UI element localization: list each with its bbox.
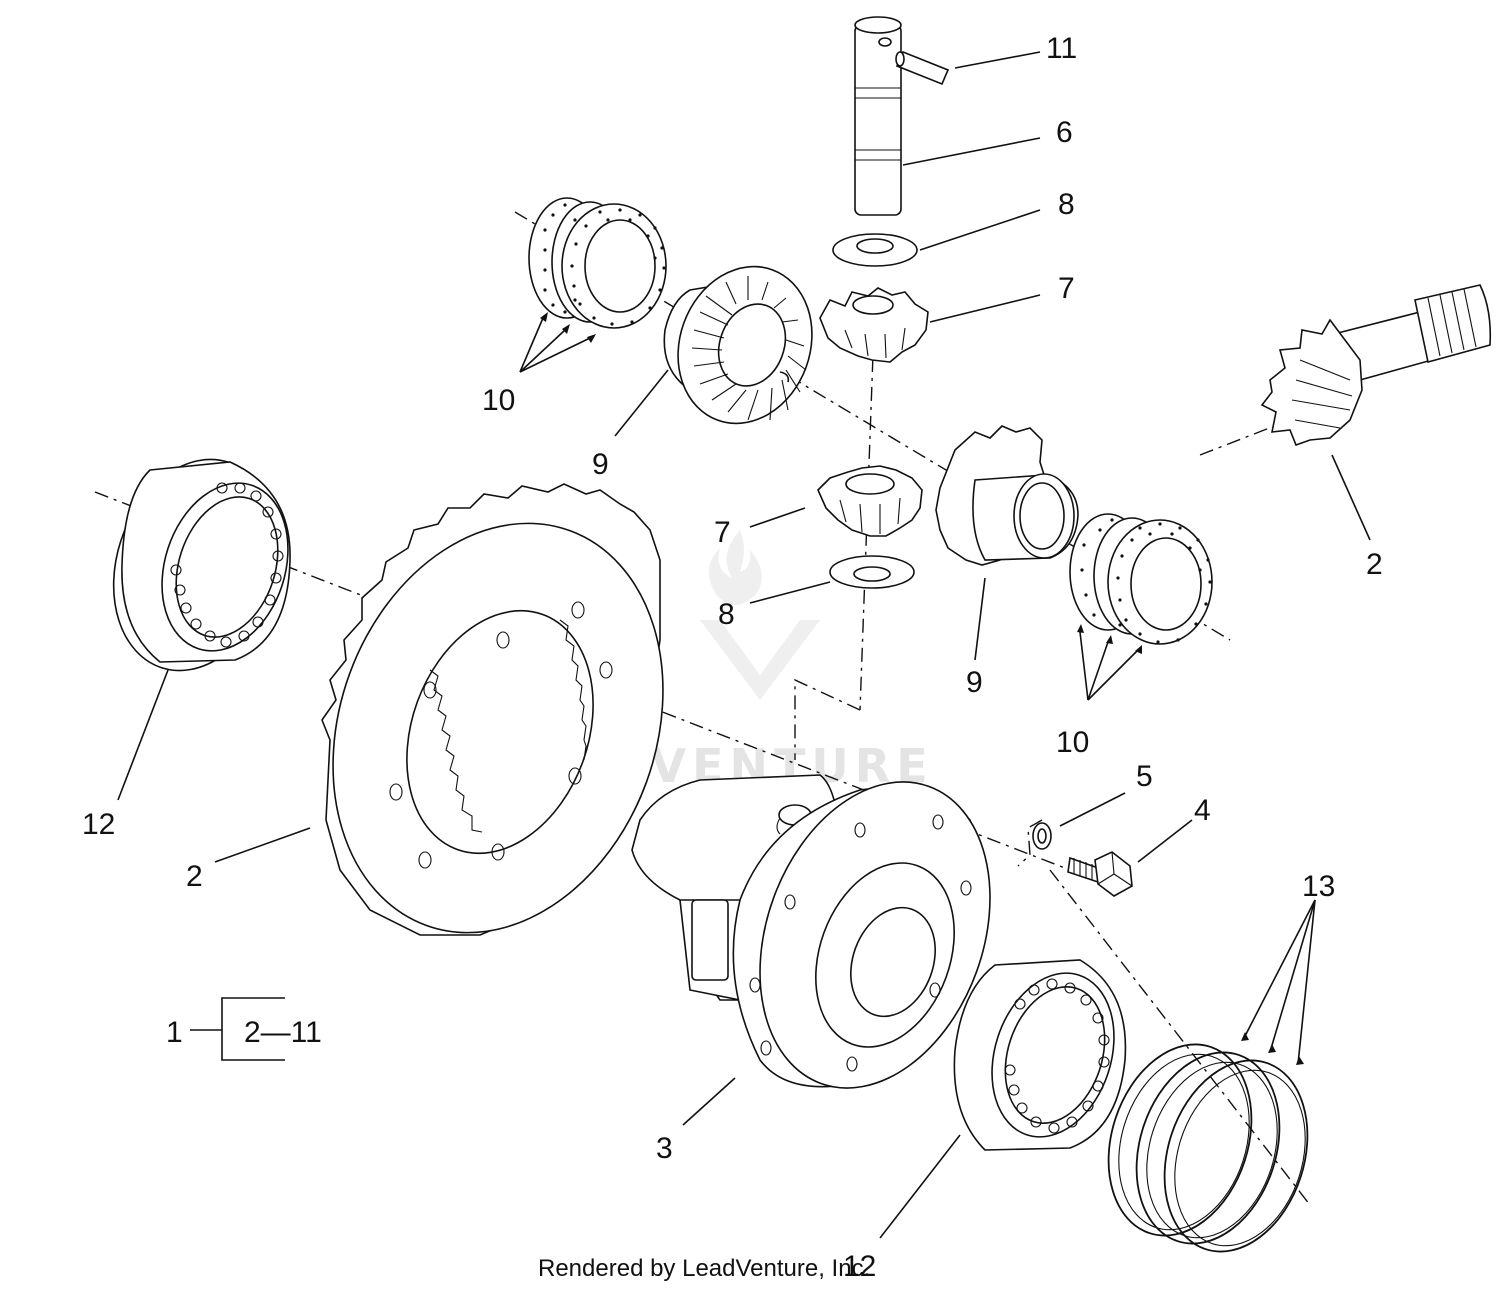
differential-case — [631, 774, 991, 1089]
label-assembly: 1 — [166, 1016, 183, 1049]
clutch-disc-stack-left — [528, 197, 667, 329]
thrust-washer-bottom — [829, 555, 915, 589]
label-thrust-washer-bottom: 8 — [718, 598, 735, 631]
label-bearing-right: 12 — [843, 1250, 876, 1283]
roll-pin — [895, 50, 950, 86]
side-gear-right — [935, 425, 1079, 566]
label-drive-pinion: 2 — [1366, 548, 1383, 581]
label-thrust-washer-top: 8 — [1058, 188, 1075, 221]
label-side-gear-right: 9 — [966, 666, 983, 699]
pinion-gear-top — [819, 287, 929, 363]
label-pinion-gear-top: 7 — [1058, 272, 1075, 305]
drive-pinion-shaft — [1260, 284, 1492, 447]
cross-shaft-pin — [854, 16, 902, 216]
label-bearing-left: 12 — [82, 808, 115, 841]
label-differential-case: 3 — [656, 1132, 673, 1165]
side-gear-left — [663, 265, 813, 425]
tapered-bearing-left — [112, 458, 291, 672]
leader-lines — [117, 51, 1371, 1239]
tapered-bearing-right — [953, 959, 1127, 1151]
assembly-bracket: 1 2—11 — [166, 997, 322, 1061]
label-shim-rings: 13 — [1302, 870, 1335, 903]
part-labels: 11 6 8 7 10 9 2 7 8 9 10 12 2 5 4 13 3 — [82, 32, 1383, 1165]
clutch-disc-stack-right — [1069, 513, 1213, 645]
ring-gear — [321, 483, 664, 936]
label-ring-gear: 2 — [186, 860, 203, 893]
credit-text: Rendered by LeadVenture, Inc. — [538, 1255, 870, 1282]
label-side-gear-left: 9 — [592, 448, 609, 481]
bolt — [1067, 851, 1133, 897]
shim-rings — [1107, 1043, 1309, 1253]
lock-washer — [1032, 822, 1052, 850]
label-pinion-gear-bottom: 7 — [714, 516, 731, 549]
label-clutch-discs-left: 10 — [482, 384, 515, 417]
thrust-washer-top — [832, 233, 918, 267]
label-clutch-discs-right: 10 — [1056, 726, 1089, 759]
label-cross-shaft-pin: 6 — [1056, 116, 1073, 149]
watermark-logo — [700, 530, 820, 700]
label-roll-pin: 11 — [1046, 32, 1077, 65]
label-lock-washer: 5 — [1136, 760, 1153, 793]
label-bolt: 4 — [1194, 794, 1211, 827]
label-assembly-range: 2—11 — [244, 1016, 322, 1049]
pinion-gear-bottom — [817, 465, 923, 537]
leader-arrowheads — [540, 312, 1304, 1065]
